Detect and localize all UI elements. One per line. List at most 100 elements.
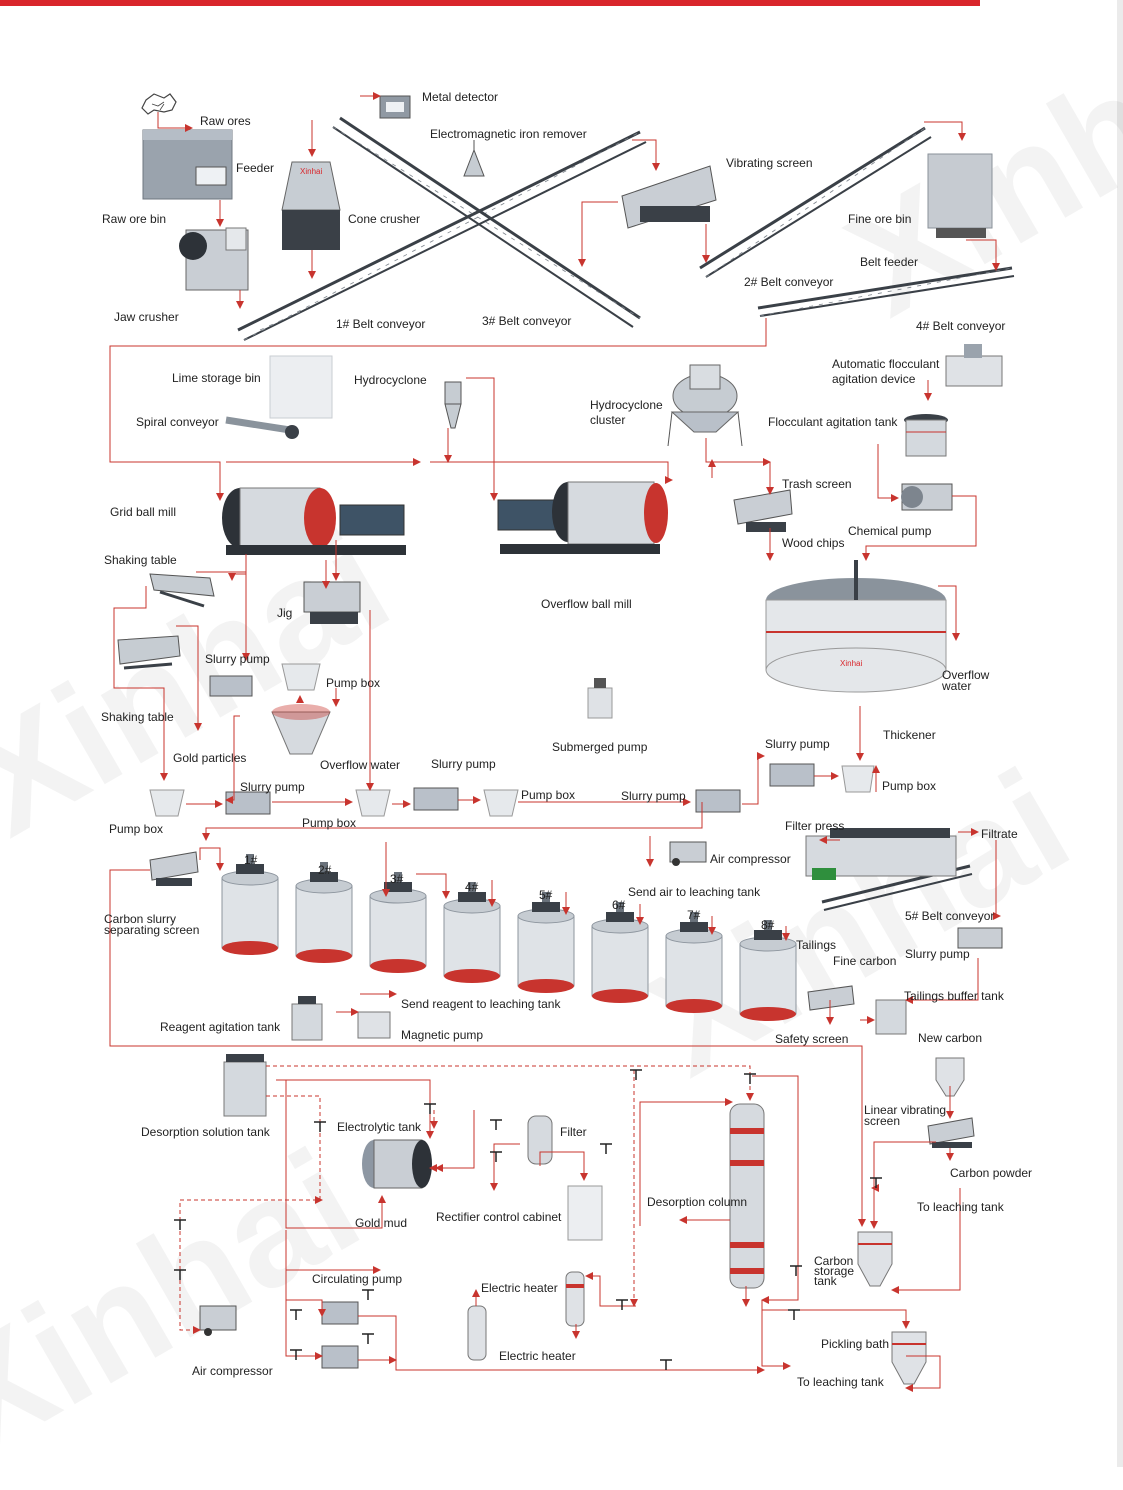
leaching-tank <box>739 920 797 1021</box>
tank-number-label: 7# <box>687 908 701 922</box>
label-tailings: Tailings <box>796 938 837 952</box>
label-automatic-flocculant: Automatic flocculant agitation device <box>832 357 940 386</box>
gold-cone-icon <box>271 704 331 755</box>
page-edge <box>1117 0 1123 1467</box>
jig-icon <box>303 581 361 624</box>
label-new-carbon: New carbon <box>918 1031 983 1045</box>
label-electrolytic-tank: Electrolytic tank <box>337 1120 422 1134</box>
electric-heater-1-icon <box>565 1271 585 1327</box>
label-gold-particles: Gold particles <box>173 751 247 765</box>
leaching-tank <box>221 854 279 955</box>
label-pump-box-5: Pump box <box>302 816 357 830</box>
cone-crusher-icon: Xinhai <box>281 161 341 250</box>
label-carbon-powder: Carbon powder <box>950 1166 1033 1180</box>
flocculant-device-icon <box>945 344 1003 387</box>
feeder-bin-icon <box>142 129 233 200</box>
slurry-pump-6-icon <box>957 927 1003 949</box>
hydrocyclone-icon <box>444 381 462 429</box>
electric-heater-2-icon <box>467 1305 487 1361</box>
leaching-tanks <box>221 854 797 1021</box>
label-slurry-pump-5: Slurry pump <box>621 789 686 803</box>
label-circulating-pump: Circulating pump <box>312 1272 403 1286</box>
label-lime-storage-bin: Lime storage bin <box>172 371 261 385</box>
label-linear-vibrating-screen: Linear vibrating screen <box>864 1103 947 1128</box>
label-chemical-pump: Chemical pump <box>848 524 932 538</box>
label-thickener: Thickener <box>883 728 936 742</box>
filter-press-icon <box>805 828 957 880</box>
carbon-slurry-screen-icon <box>149 851 199 886</box>
label-jaw-crusher: Jaw crusher <box>114 310 179 324</box>
label-electric-heater-1: Electric heater <box>481 1281 558 1295</box>
tank-number-label: 2# <box>318 863 332 877</box>
belt-conveyor-1 <box>237 130 647 341</box>
label-electromagnetic-iron-remover: Electromagnetic iron remover <box>430 127 587 141</box>
leaching-tank <box>591 902 649 1003</box>
jaw-crusher-icon <box>179 227 249 291</box>
label-shaking-table-2: Shaking table <box>101 710 174 724</box>
label-overflow-water-2: Overflow water <box>320 758 401 772</box>
fine-ore-bin-icon <box>927 153 993 238</box>
label-flocculant-tank: Flocculant agitation tank <box>768 415 898 429</box>
label-send-reagent: Send reagent to leaching tank <box>401 997 561 1011</box>
label-filtrate: Filtrate <box>981 827 1018 841</box>
label-rectifier-cabinet: Rectifier control cabinet <box>436 1210 562 1224</box>
label-belt-conveyor-1: 1# Belt conveyor <box>336 317 426 331</box>
tank-number-label: 1# <box>244 853 258 867</box>
vibrating-screen-icon <box>621 165 717 229</box>
label-pump-box-2: Pump box <box>882 779 937 793</box>
label-raw-ore-bin: Raw ore bin <box>102 212 167 226</box>
iron-remover-icon <box>463 140 485 177</box>
label-metal-detector: Metal detector <box>422 90 499 104</box>
label-overflow-ball-mill: Overflow ball mill <box>541 597 632 611</box>
leaching-tank <box>517 892 575 993</box>
tailings-buffer-tank-icon <box>875 999 907 1035</box>
valves <box>174 1069 882 1370</box>
flow-lines <box>109 92 1001 1392</box>
tank-number-label: 8# <box>761 918 775 932</box>
label-pump-box-1: Pump box <box>326 676 381 690</box>
label-carbon-slurry-screen: Carbon slurry separating screen <box>104 912 200 937</box>
reagent-tank-icon <box>291 996 323 1041</box>
slurry-pump-group <box>209 675 815 815</box>
label-belt-conveyor-5: 5# Belt conveyor <box>905 909 995 923</box>
header-accent-bar <box>0 0 980 6</box>
label-spiral-conveyor: Spiral conveyor <box>136 415 219 429</box>
label-send-air: Send air to leaching tank <box>628 885 761 899</box>
label-pump-box-3: Pump box <box>521 788 576 802</box>
desorption-column-icon <box>729 1103 765 1289</box>
label-slurry-pump-6: Slurry pump <box>905 947 970 961</box>
leaching-tank <box>369 872 427 973</box>
shaking-table-2-icon <box>117 635 181 670</box>
spiral-conveyor-icon <box>225 416 299 439</box>
pickling-bath-icon <box>891 1331 927 1385</box>
label-electric-heater-2: Electric heater <box>499 1349 576 1363</box>
label-tailings-buffer-tank: Tailings buffer tank <box>904 989 1004 1003</box>
label-trash-screen: Trash screen <box>782 477 852 491</box>
tank-number-label: 4# <box>465 880 479 894</box>
label-wood-chips: Wood chips <box>782 536 845 550</box>
trash-screen-icon <box>733 489 793 532</box>
flocculant-tank-icon <box>904 414 948 457</box>
label-slurry-pump-4: Slurry pump <box>765 737 830 751</box>
label-cone-crusher: Cone crusher <box>348 212 421 226</box>
leaching-tank <box>665 912 723 1013</box>
label-pickling-bath: Pickling bath <box>821 1337 890 1351</box>
label-fine-carbon: Fine carbon <box>833 954 897 968</box>
thickener-icon: Xinhai <box>765 560 947 693</box>
label-desorption-solution-tank: Desorption solution tank <box>141 1125 270 1139</box>
label-slurry-pump-1: Slurry pump <box>205 652 270 666</box>
air-compressor-1-icon <box>669 841 707 866</box>
label-raw-ores: Raw ores <box>200 114 251 128</box>
label-gold-mud: Gold mud <box>355 1216 408 1230</box>
label-pump-box-4: Pump box <box>109 822 164 836</box>
tank-number-label: 6# <box>612 898 626 912</box>
label-fine-ore-bin: Fine ore bin <box>848 212 912 226</box>
desorption-tank-icon <box>223 1054 267 1117</box>
label-hydrocyclone-cluster: Hydrocyclone cluster <box>590 398 663 427</box>
raw-ores-icon <box>141 93 177 115</box>
submerged-pump-icon <box>587 678 613 719</box>
label-filter-press: Filter press <box>785 819 845 833</box>
air-compressor-2-icon <box>199 1305 237 1336</box>
label-desorption-column: Desorption column <box>647 1195 748 1209</box>
